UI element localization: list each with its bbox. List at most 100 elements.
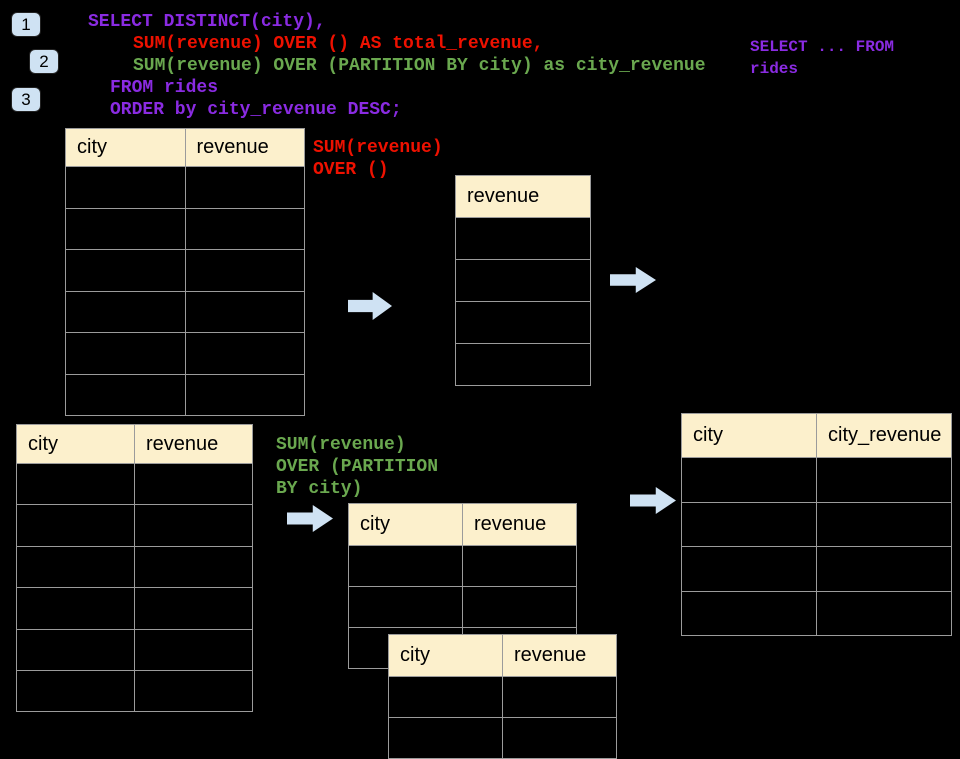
table-row — [66, 208, 305, 250]
label-partition-line1: SUM(revenue) — [276, 435, 406, 455]
table-cell-empty — [185, 250, 305, 292]
table-row — [389, 718, 617, 759]
side-note-select-from-rides: SELECT ... FROM rides — [750, 36, 894, 80]
table-cell-empty — [17, 546, 135, 589]
side-note-line1: SELECT ... FROM — [750, 38, 895, 56]
table-row — [682, 458, 952, 503]
table-cell-empty — [135, 670, 253, 713]
label-sum-over-line2: OVER () — [313, 160, 389, 180]
table-row — [17, 588, 253, 630]
table-header-row: city revenue — [389, 635, 617, 677]
column-header-revenue: revenue — [463, 504, 577, 546]
table-cell-empty — [135, 464, 253, 506]
table-cell-empty — [66, 374, 186, 416]
table-row — [17, 505, 253, 547]
column-header-city: city — [66, 129, 186, 167]
table-cell-empty — [682, 458, 817, 503]
table-cell-empty — [17, 670, 135, 713]
arrow-right-icon — [287, 505, 333, 532]
table-row — [682, 591, 952, 636]
table-cell-empty — [456, 344, 591, 386]
step-badge-1: 1 — [11, 12, 41, 37]
column-header-revenue: revenue — [503, 635, 617, 677]
table-partition-overlay: city revenue — [388, 634, 617, 759]
table-cell-empty — [66, 167, 186, 209]
table-row — [66, 291, 305, 333]
table-body — [17, 464, 253, 713]
sql-line-order-by: ORDER by city_revenue DESC; — [110, 100, 402, 120]
table-total-revenue-result: revenue — [455, 175, 591, 386]
table-body — [66, 167, 305, 416]
table-cell-empty — [389, 677, 503, 718]
table-cell-empty — [682, 502, 817, 547]
table-cell-empty — [456, 302, 591, 344]
table-cell-empty — [389, 718, 503, 759]
table-header-row: city revenue — [349, 504, 577, 546]
table-cell-empty — [463, 587, 577, 628]
step-badge-2: 2 — [29, 49, 59, 74]
arrow-right-icon — [630, 487, 676, 514]
slide-canvas: { "colors": { "background": "#000000", "… — [11, 12, 952, 759]
table-cell-empty — [682, 547, 817, 592]
table-cell-empty — [135, 505, 253, 547]
table-cell-empty — [135, 546, 253, 589]
arrow-right-icon — [610, 267, 656, 293]
table-cell-empty — [349, 546, 463, 587]
table-row — [66, 333, 305, 375]
table-body — [456, 218, 591, 386]
table-cell-empty — [817, 547, 952, 592]
table-source-rides-top: city revenue — [65, 128, 305, 416]
column-header-city: city — [682, 414, 817, 458]
table-row — [17, 629, 253, 671]
sql-line-partition: SUM(revenue) OVER (PARTITION BY city) as… — [133, 56, 706, 76]
table-cell-empty — [349, 587, 463, 628]
table-cell-empty — [66, 291, 186, 333]
table-cell-empty — [17, 588, 135, 630]
table-cell-empty — [463, 546, 577, 587]
table-cell-empty — [185, 291, 305, 333]
table-cell-empty — [456, 260, 591, 302]
table-row — [456, 344, 591, 386]
table-row — [456, 218, 591, 260]
table-cell-empty — [66, 333, 186, 375]
arrow-right-icon — [348, 292, 392, 320]
label-partition-line3: BY city) — [276, 479, 363, 499]
table-row — [66, 250, 305, 292]
table-cell-empty — [17, 505, 135, 547]
table-cell-empty — [185, 167, 305, 209]
column-header-revenue: revenue — [135, 425, 253, 464]
table-body — [389, 677, 617, 759]
table-cell-empty — [817, 591, 952, 636]
table-row — [17, 546, 253, 589]
table-cell-empty — [817, 502, 952, 547]
table-body — [682, 458, 952, 636]
table-row — [17, 464, 253, 506]
table-cell-empty — [817, 458, 952, 503]
table-cell-empty — [66, 250, 186, 292]
sql-line-from: FROM rides — [110, 78, 219, 98]
table-row — [456, 260, 591, 302]
column-header-revenue: revenue — [185, 129, 305, 167]
table-cell-empty — [503, 718, 617, 759]
table-row — [349, 587, 577, 628]
table-header-row: city revenue — [66, 129, 305, 167]
table-source-rides-bottom: city revenue — [16, 424, 253, 713]
table-row — [66, 167, 305, 209]
table-row — [456, 302, 591, 344]
table-cell-empty — [185, 374, 305, 416]
table-cell-empty — [456, 218, 591, 260]
sql-line-sum-over: SUM(revenue) OVER () AS total_revenue, — [133, 34, 544, 54]
column-header-revenue: revenue — [456, 176, 591, 218]
table-cell-empty — [682, 591, 817, 636]
table-city-revenue-result: city city_revenue — [681, 413, 952, 636]
table-header-row: city revenue — [17, 425, 253, 464]
label-partition-line2: OVER (PARTITION — [276, 457, 439, 477]
table-cell-empty — [135, 588, 253, 630]
label-sum-over-line1: SUM(revenue) — [313, 138, 443, 158]
table-cell-empty — [17, 629, 135, 671]
table-header-row: city city_revenue — [682, 414, 952, 458]
table-row — [66, 374, 305, 416]
table-row — [389, 677, 617, 718]
sql-line-select: SELECT DISTINCT(city), — [88, 12, 326, 32]
side-note-line2: rides — [750, 60, 799, 78]
